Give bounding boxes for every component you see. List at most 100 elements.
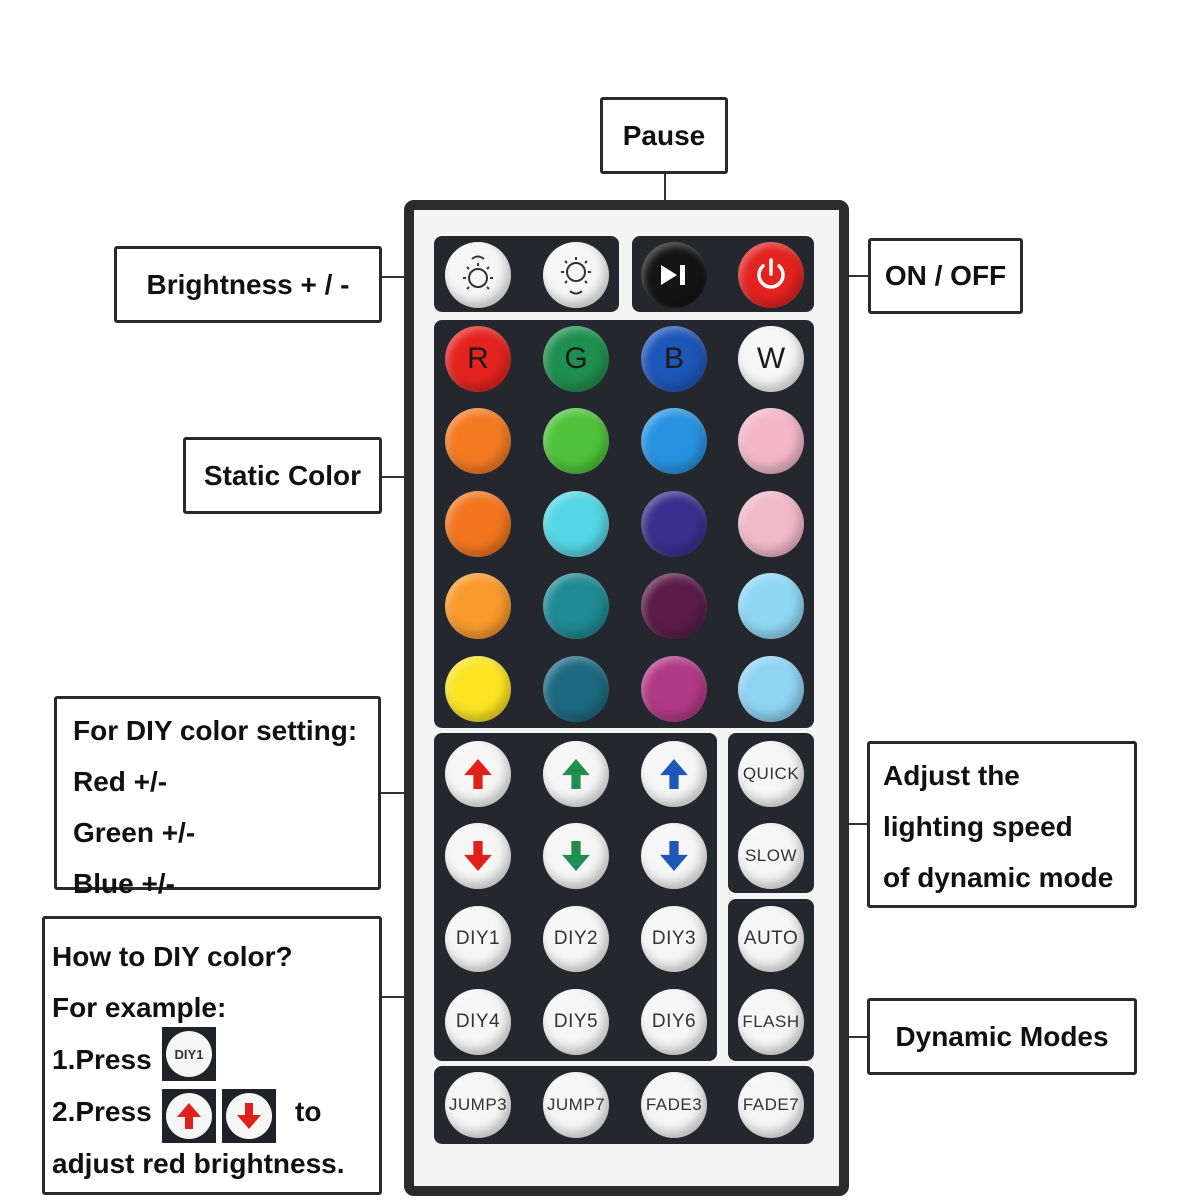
color-swatch-button[interactable] [738, 408, 804, 474]
green-down-button[interactable] [543, 823, 609, 889]
quick-button[interactable]: QUICK [738, 741, 804, 807]
diy-setting-title: For DIY color setting: [73, 715, 358, 746]
brightness-down-button[interactable] [543, 242, 609, 308]
color-white-button[interactable]: W [738, 326, 804, 392]
color-green-button[interactable]: G [543, 326, 609, 392]
flash-button[interactable]: FLASH [738, 989, 804, 1055]
diy-setting-green: Green +/- [73, 817, 196, 848]
arrow-up-icon [166, 1093, 212, 1139]
color-swatch-button[interactable] [445, 491, 511, 557]
howto-red-up-example [162, 1089, 216, 1143]
arrow-down-icon [226, 1093, 272, 1139]
color-swatch-button[interactable] [738, 491, 804, 557]
arrow-down-icon [660, 841, 688, 871]
brightness-up-button[interactable] [445, 242, 511, 308]
green-up-button[interactable] [543, 741, 609, 807]
diy1-label: DIY1 [455, 928, 501, 949]
arrow-up-icon [562, 759, 590, 789]
color-swatch-button[interactable] [641, 408, 707, 474]
speed-line-2: lighting speed [883, 811, 1073, 842]
auto-label: AUTO [743, 928, 799, 949]
arrow-down-icon [562, 841, 590, 871]
howto-line-5: adjust red brightness. [52, 1148, 345, 1179]
color-swatch-button[interactable] [641, 573, 707, 639]
callout-on-off: ON / OFF [868, 238, 1023, 314]
diy4-label: DIY4 [455, 1011, 501, 1032]
color-swatch-button[interactable] [738, 573, 804, 639]
callout-brightness: Brightness + / - [114, 246, 382, 323]
color-white-letter: W [756, 342, 786, 375]
blue-up-button[interactable] [641, 741, 707, 807]
arrow-up-icon [464, 759, 492, 789]
diy5-button[interactable]: DIY5 [543, 989, 609, 1055]
diy2-label: DIY2 [553, 928, 599, 949]
color-swatch-button[interactable] [738, 656, 804, 722]
howto-diy1-example: DIY1 [162, 1027, 216, 1081]
blue-down-button[interactable] [641, 823, 707, 889]
callout-dynamic-modes: Dynamic Modes [867, 998, 1137, 1075]
color-swatch-button[interactable] [641, 656, 707, 722]
callout-speed: Adjust the lighting speed of dynamic mod… [867, 741, 1137, 908]
fade3-label: FADE3 [645, 1095, 703, 1114]
quick-label: QUICK [742, 764, 800, 783]
howto-line-2: For example: [52, 992, 227, 1023]
brightness-up-icon [463, 255, 493, 290]
color-swatch-button[interactable] [543, 573, 609, 639]
slow-button[interactable]: SLOW [738, 823, 804, 889]
fade3-button[interactable]: FADE3 [641, 1072, 707, 1138]
slow-label: SLOW [744, 846, 798, 865]
diy2-button[interactable]: DIY2 [543, 906, 609, 972]
diy5-label: DIY5 [553, 1011, 599, 1032]
color-swatch-button[interactable] [445, 408, 511, 474]
diy6-button[interactable]: DIY6 [641, 989, 707, 1055]
power-icon [757, 258, 785, 289]
diy-setting-red: Red +/- [73, 766, 168, 797]
color-swatch-button[interactable] [445, 656, 511, 722]
color-green-letter: G [564, 342, 588, 375]
callout-brightness-label: Brightness + / - [146, 268, 350, 300]
red-up-button[interactable] [445, 741, 511, 807]
color-swatch-button[interactable] [543, 656, 609, 722]
jump7-button[interactable]: JUMP7 [543, 1072, 609, 1138]
jump7-label: JUMP7 [546, 1095, 606, 1114]
callout-howto: How to DIY color? For example: 1.Press D… [42, 916, 382, 1195]
fade7-button[interactable]: FADE7 [738, 1072, 804, 1138]
diy4-button[interactable]: DIY4 [445, 989, 511, 1055]
speed-line-1: Adjust the [883, 760, 1020, 791]
callout-on-off-label: ON / OFF [884, 260, 1007, 291]
pause-play-button[interactable] [641, 242, 707, 308]
flash-label: FLASH [742, 1012, 800, 1031]
callout-dynamic-modes-label: Dynamic Modes [895, 1020, 1109, 1052]
power-button[interactable] [738, 242, 804, 308]
auto-button[interactable]: AUTO [738, 906, 804, 972]
color-red-letter: R [467, 342, 489, 375]
red-down-button[interactable] [445, 823, 511, 889]
callout-pause-label: Pause [622, 119, 706, 151]
color-swatch-button[interactable] [641, 491, 707, 557]
jump3-label: JUMP3 [448, 1095, 508, 1114]
arrow-up-icon [660, 759, 688, 789]
callout-static-color: Static Color [183, 437, 382, 514]
speed-line-3: of dynamic mode [883, 862, 1114, 893]
color-red-button[interactable]: R [445, 326, 511, 392]
callout-pause: Pause [600, 97, 728, 174]
howto-line-4-end: to [295, 1096, 322, 1127]
howto-line-4-start: 2.Press [52, 1096, 152, 1127]
color-swatch-button[interactable] [543, 408, 609, 474]
color-blue-letter: B [663, 342, 684, 375]
howto-red-down-example [222, 1089, 276, 1143]
fade7-label: FADE7 [742, 1095, 800, 1114]
brightness-down-icon [561, 257, 591, 295]
diy1-button[interactable]: DIY1 [445, 906, 511, 972]
arrow-down-icon [464, 841, 492, 871]
play-pause-icon [661, 265, 685, 285]
color-blue-button[interactable]: B [641, 326, 707, 392]
color-swatch-button[interactable] [445, 573, 511, 639]
howto-diy1-dot: DIY1 [166, 1031, 212, 1077]
color-swatch-button[interactable] [543, 491, 609, 557]
diy3-button[interactable]: DIY3 [641, 906, 707, 972]
diy3-label: DIY3 [651, 928, 697, 949]
diy-setting-blue: Blue +/- [73, 868, 175, 899]
jump3-button[interactable]: JUMP3 [445, 1072, 511, 1138]
howto-line-3: 1.Press [52, 1044, 152, 1075]
